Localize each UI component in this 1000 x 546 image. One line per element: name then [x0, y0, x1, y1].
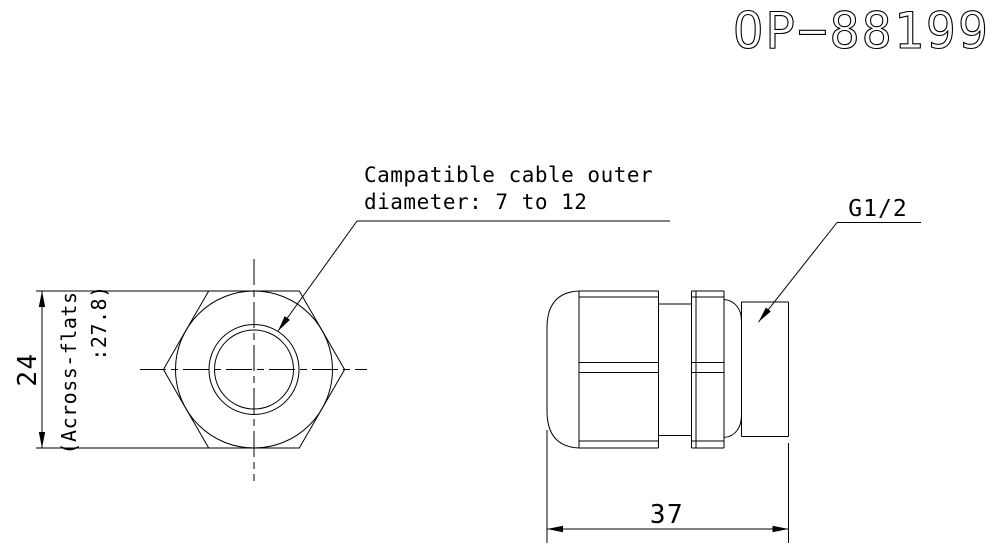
across-flats-note-line1: (Across-flats — [57, 291, 81, 454]
side-view — [546, 290, 789, 449]
leader-arrow-line — [758, 222, 838, 323]
dimension-overall-length — [546, 430, 789, 543]
leader-arrow-line — [277, 220, 358, 332]
cable-note-line2: diameter: 7 to 12 — [364, 190, 587, 214]
seal-ring-profile — [723, 299, 742, 438]
dimension-body-height — [36, 290, 209, 449]
across-flats-note-line2: :27.8) — [87, 285, 111, 360]
overall-length-value: 37 — [650, 500, 684, 530]
thread-size-label: G1/2 — [848, 196, 907, 222]
cable-note-leader — [277, 220, 670, 332]
thread-label-leader — [758, 222, 921, 323]
dome-cap-profile — [546, 290, 580, 449]
body-height-value: 24 — [13, 352, 43, 386]
part-number: OP−88199 — [733, 2, 990, 60]
cable-note-line1: Campatible cable outer — [364, 163, 653, 187]
